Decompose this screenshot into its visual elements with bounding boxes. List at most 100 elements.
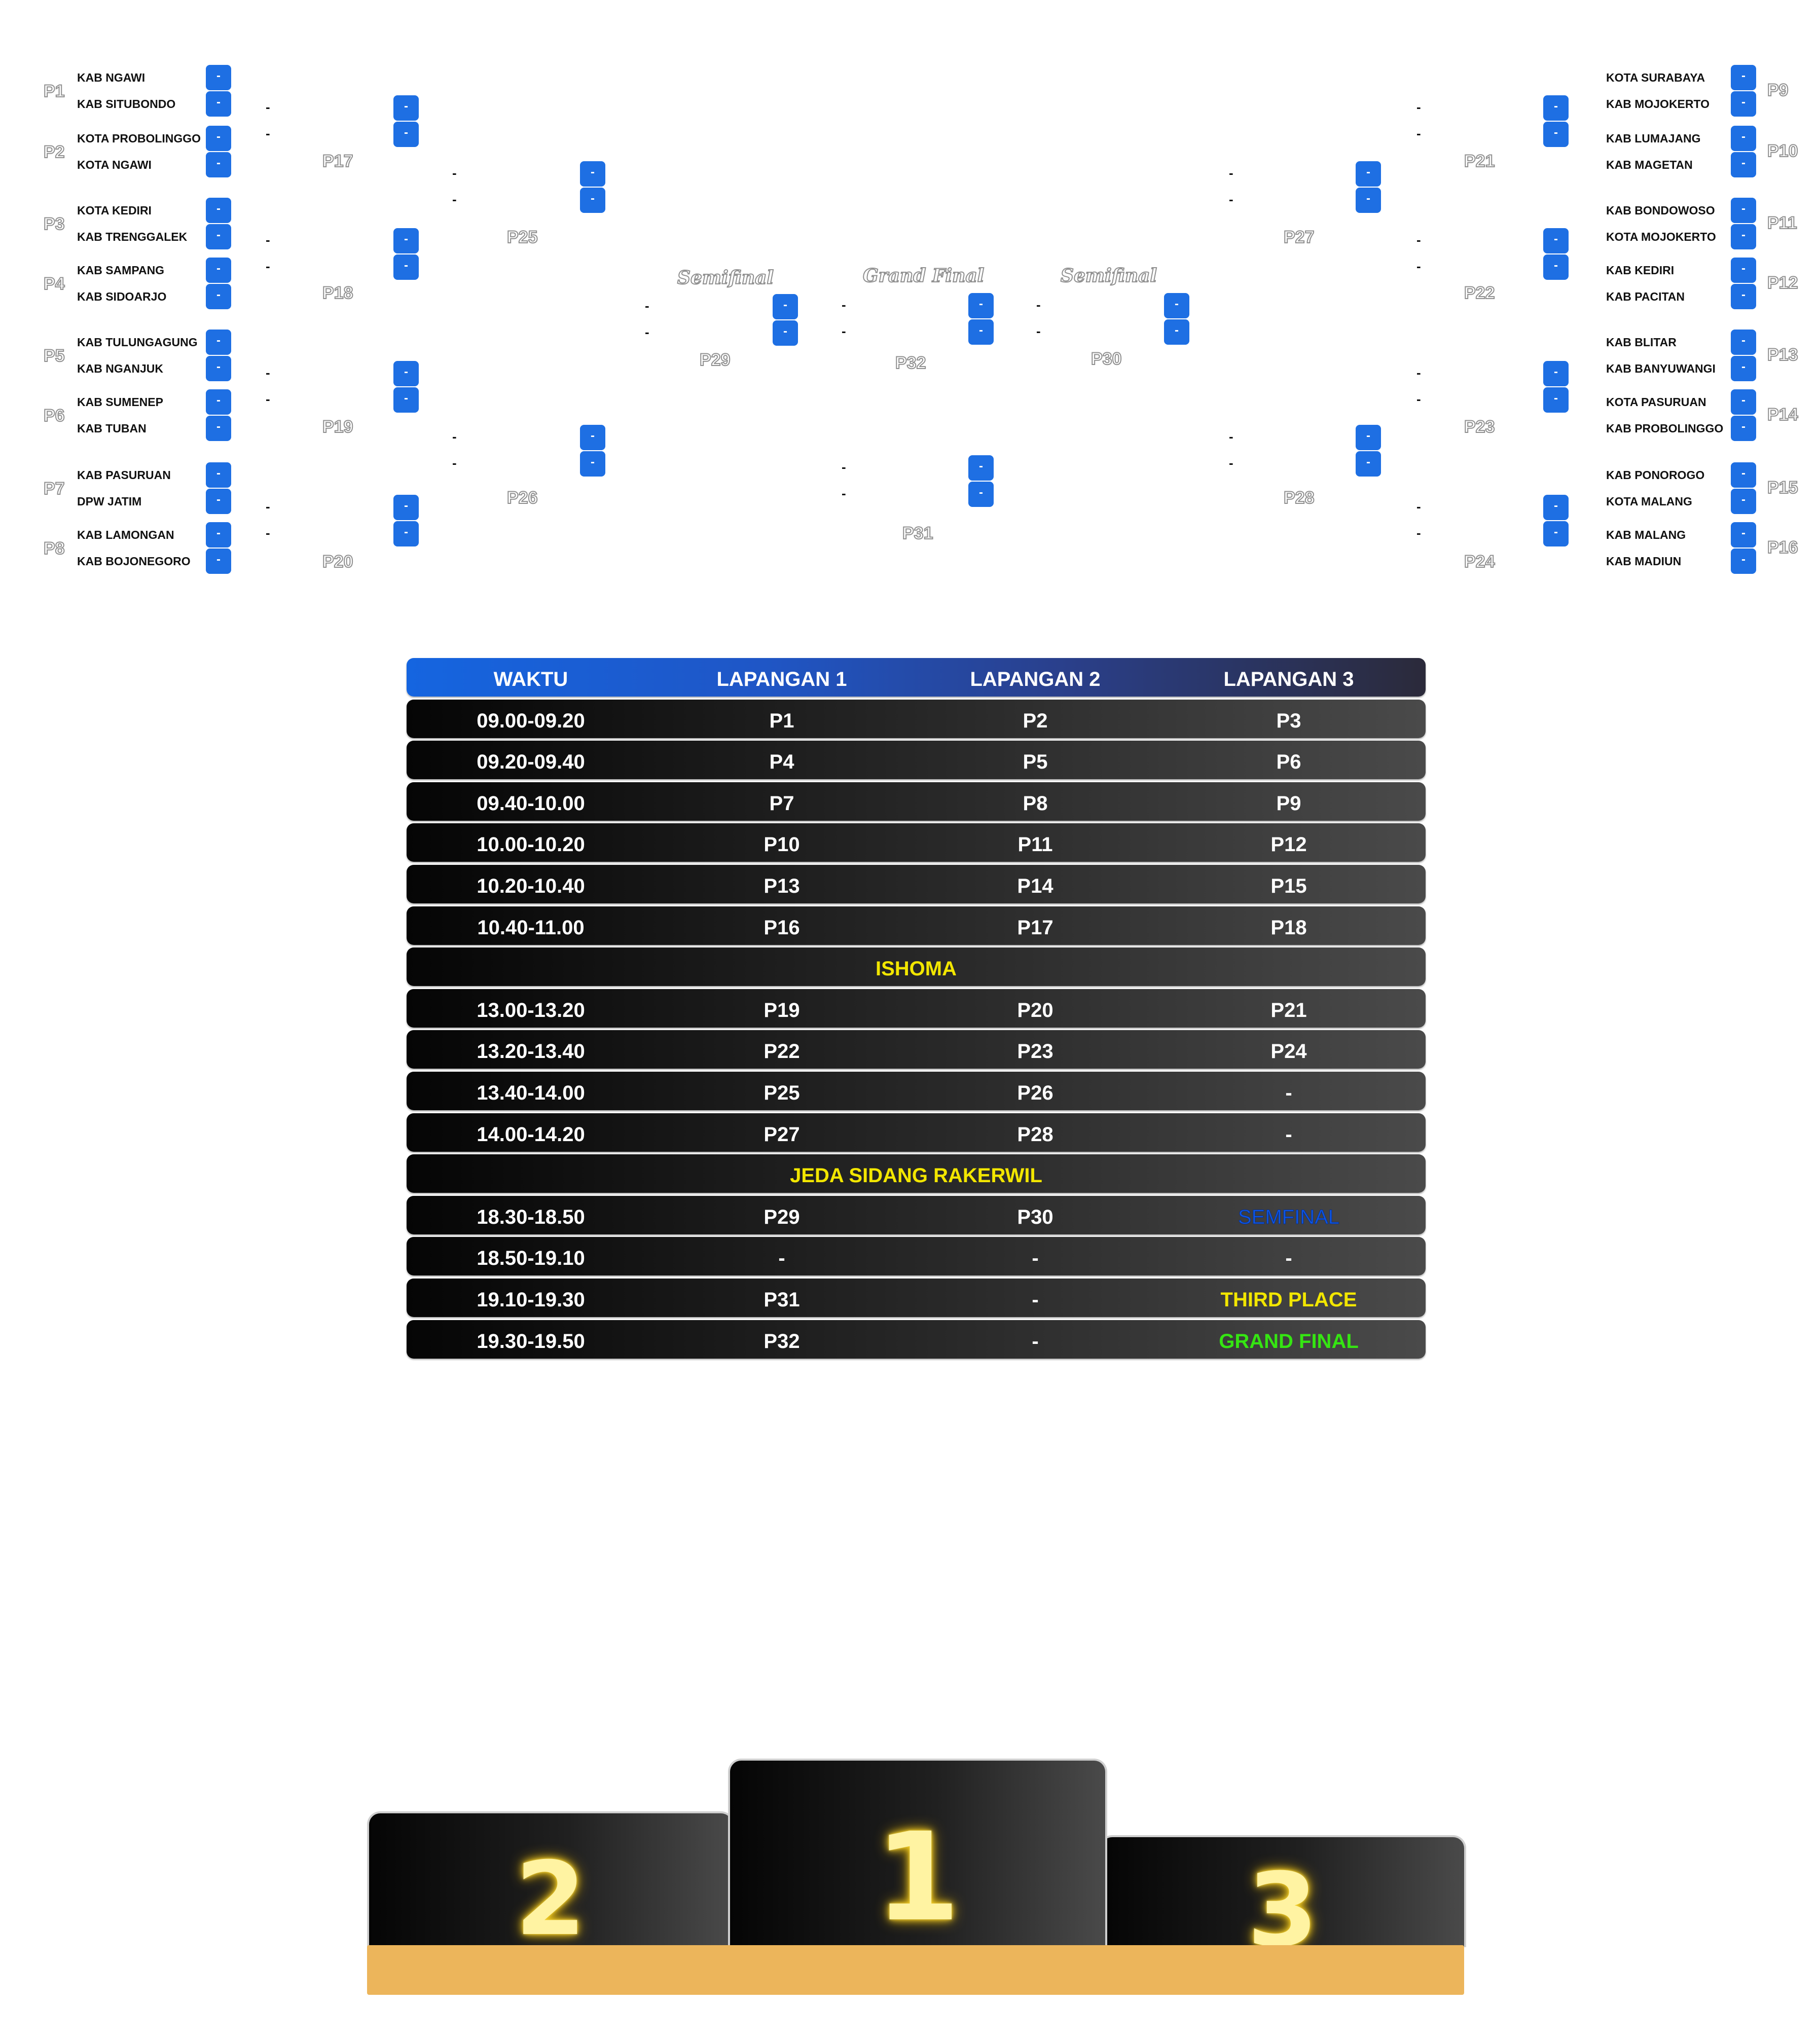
- court-3-cell: SEMFINAL: [1238, 1206, 1340, 1229]
- score-box[interactable]: -: [393, 521, 419, 546]
- score-box[interactable]: -: [206, 356, 231, 381]
- match-label: P22: [1464, 283, 1495, 303]
- score-box[interactable]: -: [206, 198, 231, 223]
- match-label: P21: [1464, 151, 1495, 171]
- score-box[interactable]: -: [1731, 65, 1756, 90]
- score-box[interactable]: -: [1356, 425, 1381, 450]
- score-box[interactable]: -: [1543, 495, 1569, 520]
- team-name: KAB BONDOWOSO: [1606, 204, 1715, 217]
- score-box[interactable]: -: [1543, 254, 1569, 280]
- score-box[interactable]: -: [1731, 224, 1756, 249]
- score-box[interactable]: -: [1164, 319, 1189, 345]
- score-box[interactable]: -: [580, 451, 605, 477]
- score-dash: -: [266, 99, 270, 115]
- score-dash: -: [1229, 192, 1233, 207]
- score-box[interactable]: -: [1731, 549, 1756, 574]
- score-box[interactable]: -: [968, 293, 994, 318]
- score-box[interactable]: -: [393, 254, 419, 280]
- score-dash: -: [842, 323, 846, 339]
- score-box[interactable]: -: [206, 224, 231, 249]
- score-box[interactable]: -: [206, 416, 231, 441]
- score-box[interactable]: -: [206, 152, 231, 177]
- match-label: P31: [902, 523, 933, 543]
- semifinal-title: Semifinal: [677, 267, 774, 289]
- score-dash: -: [452, 429, 457, 444]
- score-box[interactable]: -: [1731, 489, 1756, 514]
- score-box[interactable]: -: [1731, 258, 1756, 283]
- score-box[interactable]: -: [206, 330, 231, 355]
- court-2-cell: -: [1032, 1289, 1039, 1311]
- score-box[interactable]: -: [1356, 161, 1381, 187]
- score-box[interactable]: -: [1731, 126, 1756, 151]
- time-cell: 13.20-13.40: [477, 1040, 585, 1063]
- score-box[interactable]: -: [1356, 451, 1381, 477]
- score-dash: -: [1416, 365, 1421, 380]
- score-box[interactable]: -: [1731, 284, 1756, 309]
- score-box[interactable]: -: [1731, 91, 1756, 117]
- score-box[interactable]: -: [206, 489, 231, 514]
- court-1-cell: P16: [763, 917, 800, 939]
- score-box[interactable]: -: [206, 284, 231, 309]
- column-header: LAPANGAN 2: [970, 668, 1101, 690]
- score-box[interactable]: -: [1164, 293, 1189, 318]
- team-name: KAB TUBAN: [77, 422, 147, 435]
- score-box[interactable]: -: [773, 320, 798, 346]
- score-box[interactable]: -: [393, 495, 419, 520]
- score-box[interactable]: -: [1731, 198, 1756, 223]
- match-label: P32: [895, 353, 926, 373]
- score-box[interactable]: -: [1731, 152, 1756, 177]
- court-2-cell: P28: [1017, 1123, 1053, 1146]
- score-box[interactable]: -: [1543, 228, 1569, 253]
- score-box[interactable]: -: [393, 95, 419, 121]
- score-box[interactable]: -: [206, 389, 231, 415]
- score-box[interactable]: -: [1731, 356, 1756, 381]
- score-box[interactable]: -: [206, 65, 231, 90]
- score-dash: -: [842, 297, 846, 312]
- match-label: P13: [1767, 345, 1798, 365]
- score-box[interactable]: -: [206, 522, 231, 548]
- score-box[interactable]: -: [580, 188, 605, 213]
- match-label: P29: [699, 350, 731, 370]
- score-box[interactable]: -: [206, 549, 231, 574]
- score-box[interactable]: -: [580, 161, 605, 187]
- podium-second-number: 2: [515, 1840, 586, 1958]
- score-box[interactable]: -: [393, 361, 419, 386]
- score-box[interactable]: -: [968, 455, 994, 481]
- match-label: P27: [1283, 227, 1315, 247]
- score-box[interactable]: -: [206, 126, 231, 151]
- time-cell: 13.00-13.20: [477, 999, 585, 1021]
- score-box[interactable]: -: [1543, 521, 1569, 546]
- score-box[interactable]: -: [206, 258, 231, 283]
- score-box[interactable]: -: [393, 387, 419, 413]
- score-box[interactable]: -: [1356, 188, 1381, 213]
- team-name: KAB PACITAN: [1606, 290, 1685, 303]
- score-box[interactable]: -: [968, 319, 994, 345]
- score-box[interactable]: -: [968, 482, 994, 507]
- score-box[interactable]: -: [206, 462, 231, 488]
- team-name: KAB SITUBONDO: [77, 97, 176, 111]
- score-box[interactable]: -: [773, 294, 798, 319]
- score-box[interactable]: -: [206, 91, 231, 117]
- score-box[interactable]: -: [1543, 95, 1569, 121]
- score-box[interactable]: -: [1543, 387, 1569, 413]
- team-name: KAB SAMPANG: [77, 264, 165, 277]
- score-box[interactable]: -: [1543, 122, 1569, 147]
- match-label: P23: [1464, 417, 1495, 437]
- score-box[interactable]: -: [1731, 389, 1756, 415]
- score-box[interactable]: -: [1543, 361, 1569, 386]
- match-label: P4: [43, 274, 65, 294]
- score-box[interactable]: -: [1731, 416, 1756, 441]
- score-box[interactable]: -: [393, 228, 419, 253]
- score-box[interactable]: -: [393, 122, 419, 147]
- score-dash: -: [842, 486, 846, 501]
- score-box[interactable]: -: [1731, 330, 1756, 355]
- score-box[interactable]: -: [580, 425, 605, 450]
- score-box[interactable]: -: [1731, 462, 1756, 488]
- score-box[interactable]: -: [1731, 522, 1756, 548]
- time-cell: 10.40-11.00: [477, 917, 585, 939]
